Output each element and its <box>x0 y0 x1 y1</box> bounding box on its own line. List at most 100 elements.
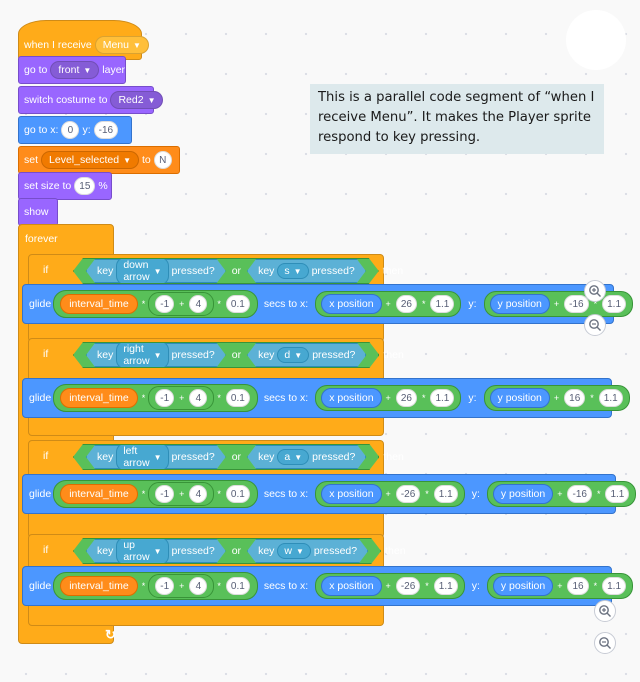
x-expression[interactable]: x position + 26 * 1.1 <box>315 291 462 317</box>
time-expression[interactable]: interval_time * -1 + 4 * 0.1 <box>53 290 258 318</box>
glide-block[interactable]: glide interval_time * -1 + 4 * 0.1 secs … <box>22 284 634 324</box>
set-size-block[interactable]: set size to 15 % <box>18 172 112 200</box>
y-position-reporter[interactable]: y position <box>492 484 554 504</box>
key-dropdown[interactable]: up arrow▼ <box>116 537 168 565</box>
number-input[interactable]: 0.1 <box>225 577 250 595</box>
number-input[interactable]: 1.1 <box>602 295 627 313</box>
sum-expression[interactable]: -1 + 4 <box>148 292 215 316</box>
sum-expression[interactable]: -1 + 4 <box>148 482 215 506</box>
number-input[interactable]: -16 <box>567 485 592 503</box>
y-position-reporter[interactable]: y position <box>489 388 550 408</box>
number-input[interactable]: 1.1 <box>605 485 630 503</box>
number-input[interactable]: 26 <box>395 295 417 313</box>
value-input[interactable]: N <box>153 151 172 169</box>
glide-block[interactable]: glide interval_time * -1 + 4 * 0.1 secs … <box>22 378 630 418</box>
number-input[interactable]: 1.1 <box>598 389 623 407</box>
number-input[interactable]: -16 <box>564 295 589 313</box>
time-expression[interactable]: interval_time * -1 + 4 * 0.1 <box>53 572 258 600</box>
or-condition[interactable]: key left arrow▼ pressed? or key a▼ press… <box>73 445 404 469</box>
x-expression[interactable]: x position + -26 * 1.1 <box>315 481 465 507</box>
key-pressed-sensor[interactable]: key a▼ pressed? <box>247 445 366 469</box>
x-position-reporter[interactable]: x position <box>321 484 382 504</box>
key-dropdown[interactable]: a▼ <box>277 449 309 465</box>
number-input[interactable]: -1 <box>155 295 175 313</box>
number-input[interactable]: 4 <box>189 577 208 595</box>
number-input[interactable]: 1.1 <box>602 577 627 595</box>
time-expression[interactable]: interval_time * -1 + 4 * 0.1 <box>53 384 258 412</box>
number-input[interactable]: -26 <box>395 577 421 595</box>
number-input[interactable]: 1.1 <box>433 485 458 503</box>
y-position-reporter[interactable]: y position <box>489 294 550 314</box>
key-pressed-sensor[interactable]: key right arrow▼ pressed? <box>86 343 226 367</box>
y-input[interactable]: -16 <box>93 121 119 139</box>
number-input[interactable]: 0.1 <box>225 485 250 503</box>
zoom-in-button[interactable] <box>594 600 616 622</box>
y-position-reporter[interactable]: y position <box>492 576 554 596</box>
glide-block[interactable]: glide interval_time * -1 + 4 * 0.1 secs … <box>22 474 637 514</box>
number-input[interactable]: 4 <box>189 295 208 313</box>
key-dropdown[interactable]: left arrow▼ <box>116 443 168 471</box>
interval-time-variable[interactable]: interval_time <box>60 576 138 596</box>
or-condition[interactable]: key up arrow▼ pressed? or key w▼ pressed… <box>73 539 406 563</box>
number-input[interactable]: 16 <box>564 389 586 407</box>
x-expression[interactable]: x position + 26 * 1.1 <box>315 385 462 411</box>
key-pressed-sensor[interactable]: key down arrow▼ pressed? <box>86 259 226 283</box>
or-operator[interactable]: key down arrow▼ pressed? or key s▼ press… <box>73 258 379 284</box>
zoom-out-button[interactable] <box>594 632 616 654</box>
key-dropdown[interactable]: right arrow▼ <box>116 341 168 369</box>
interval-time-variable[interactable]: interval_time <box>60 484 138 504</box>
switch-costume-block[interactable]: switch costume to Red2▼ <box>18 86 164 114</box>
sum-expression[interactable]: -1 + 4 <box>148 574 215 598</box>
or-condition[interactable]: key right arrow▼ pressed? or key d▼ pres… <box>73 343 404 367</box>
or-operator[interactable]: key left arrow▼ pressed? or key a▼ press… <box>73 444 379 470</box>
size-input[interactable]: 15 <box>74 177 96 195</box>
key-pressed-sensor[interactable]: key d▼ pressed? <box>247 343 366 367</box>
key-pressed-sensor[interactable]: key s▼ pressed? <box>247 259 366 283</box>
glide-block[interactable]: glide interval_time * -1 + 4 * 0.1 secs … <box>22 566 634 606</box>
x-expression[interactable]: x position + -26 * 1.1 <box>315 573 465 599</box>
variable-dropdown[interactable]: Level_selected▼ <box>41 151 139 169</box>
or-operator[interactable]: key up arrow▼ pressed? or key w▼ pressed… <box>73 538 381 564</box>
interval-time-variable[interactable]: interval_time <box>60 294 138 314</box>
zoom-in-button[interactable] <box>584 280 606 302</box>
when-i-receive-block[interactable]: when I receive Menu▼ <box>18 20 149 60</box>
key-pressed-sensor[interactable]: key w▼ pressed? <box>247 539 368 563</box>
layer-dropdown[interactable]: front▼ <box>50 61 100 79</box>
number-input[interactable]: 0.1 <box>225 389 250 407</box>
if-block-down[interactable]: if key down arrow▼ pressed? or key s▼ pr… <box>28 254 403 342</box>
y-expression[interactable]: y position + -16 * 1.1 <box>486 481 637 507</box>
set-variable-block[interactable]: set Level_selected▼ to N <box>18 146 180 174</box>
number-input[interactable]: 1.1 <box>430 295 455 313</box>
number-input[interactable]: 1.1 <box>430 389 455 407</box>
number-input[interactable]: 26 <box>395 389 417 407</box>
key-dropdown[interactable]: w▼ <box>277 543 311 559</box>
go-to-layer-block[interactable]: go to front▼ layer <box>18 56 126 84</box>
number-input[interactable]: 1.1 <box>433 577 458 595</box>
number-input[interactable]: 16 <box>567 577 589 595</box>
number-input[interactable]: -1 <box>155 485 175 503</box>
key-dropdown[interactable]: d▼ <box>277 347 309 363</box>
number-input[interactable]: 4 <box>189 485 208 503</box>
key-dropdown[interactable]: s▼ <box>277 263 308 279</box>
number-input[interactable]: -1 <box>155 389 175 407</box>
number-input[interactable]: -26 <box>395 485 421 503</box>
costume-dropdown[interactable]: Red2▼ <box>110 91 164 109</box>
x-input[interactable]: 0 <box>61 121 80 139</box>
sum-expression[interactable]: -1 + 4 <box>148 386 215 410</box>
x-position-reporter[interactable]: x position <box>321 388 382 408</box>
key-pressed-sensor[interactable]: key left arrow▼ pressed? <box>86 445 226 469</box>
number-input[interactable]: 4 <box>189 389 208 407</box>
x-position-reporter[interactable]: x position <box>321 294 382 314</box>
y-expression[interactable]: y position + 16 * 1.1 <box>486 573 634 599</box>
x-position-reporter[interactable]: x position <box>321 576 382 596</box>
show-block[interactable]: show <box>18 198 58 226</box>
zoom-out-button[interactable] <box>584 314 606 336</box>
key-pressed-sensor[interactable]: key up arrow▼ pressed? <box>86 539 226 563</box>
or-condition[interactable]: key down arrow▼ pressed? or key s▼ press… <box>73 259 403 283</box>
y-expression[interactable]: y position + -16 * 1.1 <box>483 291 634 317</box>
message-dropdown[interactable]: Menu▼ <box>94 36 149 54</box>
interval-time-variable[interactable]: interval_time <box>60 388 138 408</box>
key-dropdown[interactable]: down arrow▼ <box>116 257 168 285</box>
or-operator[interactable]: key right arrow▼ pressed? or key d▼ pres… <box>73 342 379 368</box>
